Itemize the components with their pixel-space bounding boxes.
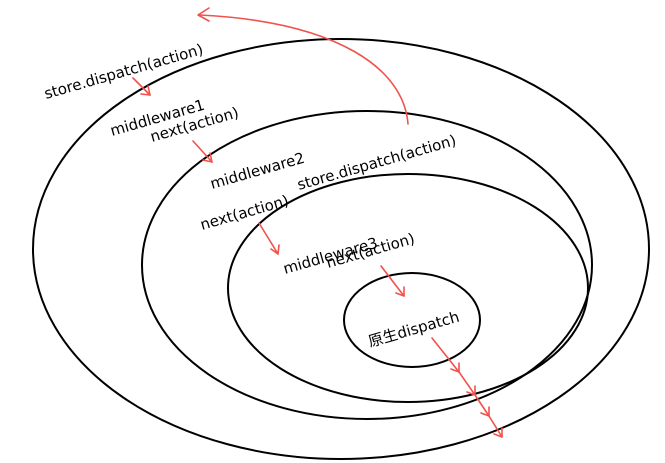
middleware2-ring bbox=[227, 173, 589, 403]
outer-ring bbox=[32, 38, 650, 460]
label-inner-dispatch: store.dispatch(action) bbox=[295, 131, 458, 194]
core-ring bbox=[343, 272, 481, 368]
arrow-next3-to-core bbox=[380, 265, 405, 297]
arrow-redispatch-curve bbox=[197, 7, 409, 125]
arrow-next1-to-mw2 bbox=[192, 140, 213, 163]
arrow-exit-4 bbox=[488, 415, 503, 438]
label-outer-dispatch: store.dispatch(action) bbox=[42, 40, 205, 103]
label-core-dispatch: 原生dispatch bbox=[366, 308, 461, 351]
arrow-outer-to-mw1 bbox=[132, 77, 151, 96]
arrow-exit-2 bbox=[458, 371, 476, 396]
label-middleware2: middleware2 bbox=[208, 149, 306, 193]
label-next2: next(action) bbox=[198, 191, 291, 233]
middleware1-ring bbox=[141, 110, 593, 420]
arrow-exit-1 bbox=[431, 337, 460, 373]
arrow-next2-to-mw3 bbox=[258, 222, 280, 255]
